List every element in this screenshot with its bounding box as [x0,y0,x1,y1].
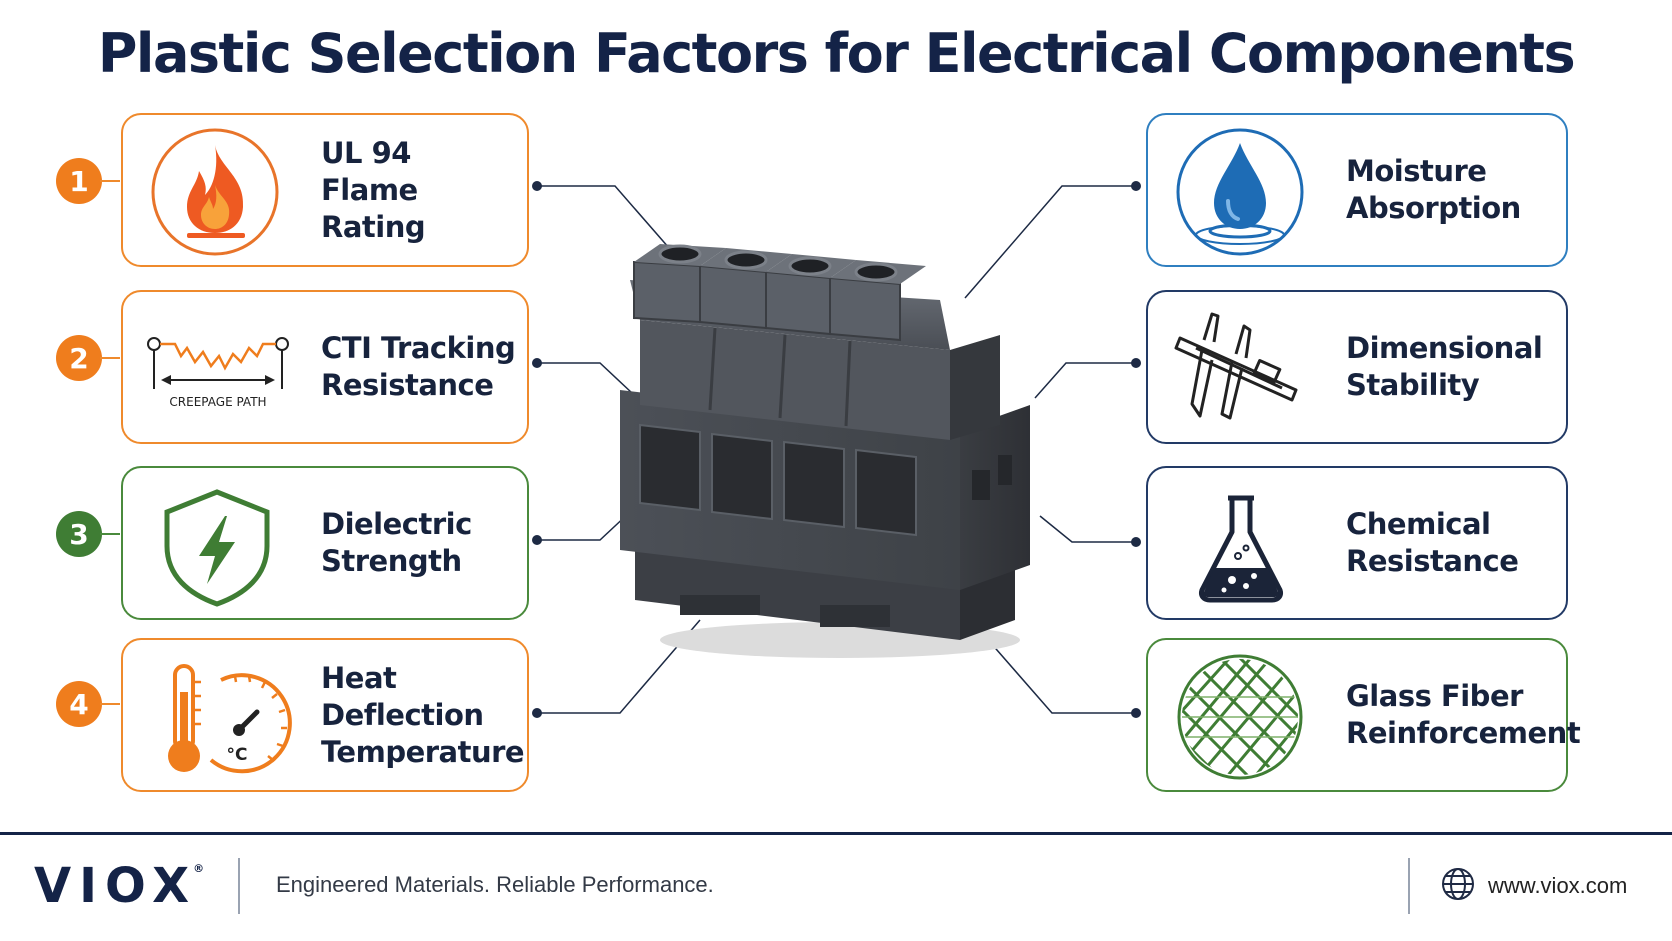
factor-title: Reinforcement [1346,716,1581,750]
flame-icon [151,128,279,256]
factor-title: Resistance [1346,544,1519,578]
factor-card-glass-fiber: Glass Fiber Reinforcement [1146,638,1581,792]
creepage-path-label: CREEPAGE PATH [169,395,266,409]
terminal-block-illustration [620,244,1030,658]
factor-card-dielectric-strength: Dielectric Strength [121,466,529,620]
factor-card-chemical-resistance: Chemical Resistance [1146,466,1568,620]
flask-icon [1199,495,1283,603]
connector-6 [1034,362,1136,399]
factor-title: Moisture [1346,154,1487,188]
factor-badge-1: 1 [56,158,102,204]
factor-title: Dielectric [321,507,472,541]
factor-title: Absorption [1346,191,1521,225]
connector-5 [964,185,1136,299]
connector-2 [537,362,633,394]
factor-card-dimensional-stability: Dimensional Stability [1146,290,1568,444]
connector-4 [537,619,701,714]
creepage-path-icon: CREEPAGE PATH [147,337,289,409]
factor-badge-4: 4 [56,681,102,727]
factor-badge-2: 2 [56,335,102,381]
connector-1 [537,185,684,265]
connector-3 [537,511,631,541]
shield-lightning-icon [164,489,270,607]
factor-title: Strength [321,544,462,578]
factor-card-flame-rating: UL 94 Flame Rating [121,113,529,267]
thermometer-gauge-icon: °C [168,664,292,774]
factor-card-cti-tracking: CREEPAGE PATH CTI Tracking Resistance [121,290,529,444]
factor-title: Dimensional [1346,331,1543,365]
factor-title: Stability [1346,368,1480,402]
factor-title: Heat Deflection [321,660,484,732]
factor-title: Resistance [321,368,494,402]
connector-7 [1039,515,1136,543]
page-title: Plastic Selection Factors for Electrical… [97,22,1576,85]
factor-title: Temperature [321,734,525,769]
factor-badge-3: 3 [56,511,102,557]
factor-title: Flame Rating [321,172,426,244]
factor-title: UL 94 [321,135,411,170]
water-drop-icon [1176,128,1304,256]
glass-fiber-icon [1177,654,1303,780]
factor-title: Chemical [1346,507,1491,541]
factor-card-moisture-absorption: Moisture Absorption [1146,113,1568,267]
celsius-label: °C [227,745,248,765]
globe-icon [1442,868,1474,900]
tagline: Engineered Materials. Reliable Performan… [276,872,714,897]
factor-card-heat-deflection: °C Heat Deflection Temperature [121,638,529,792]
caliper-icon [1174,312,1298,420]
website-link[interactable]: www.viox.com [1488,873,1628,898]
factor-title: CTI Tracking [321,331,516,365]
footer-divider [0,832,1672,835]
brand-logo: VIOX® [34,858,205,914]
factor-title: Glass Fiber [1346,679,1523,713]
